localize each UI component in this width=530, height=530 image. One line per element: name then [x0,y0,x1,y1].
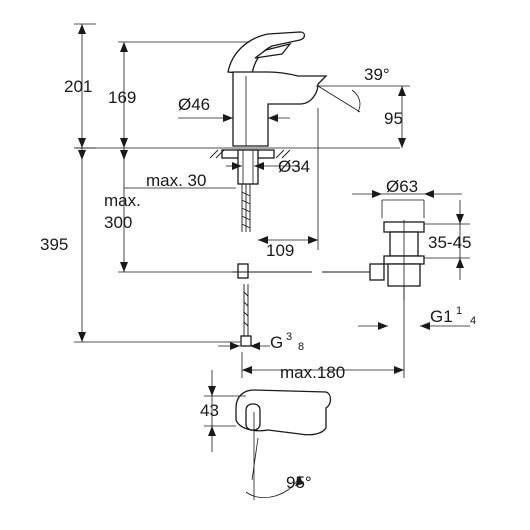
label-waste-thread-num: 1 [456,305,462,317]
label-lever-angle: 95° [286,473,312,492]
label-spout-angle: 39° [364,65,390,84]
label-max-thickness: max. 30 [146,171,206,190]
rod-clip [369,263,385,281]
mounting-stud [237,149,259,185]
label-waste-thread: G1 [430,307,453,326]
lower-hose [243,284,249,336]
label-max-hose-value: 300 [104,213,132,232]
hose-braid [241,191,251,229]
pop-up-rod-guide [237,263,249,279]
dimension-labels: 201 169 Ø46 39° 95 Ø34 max. 30 max. 300 … [40,65,476,492]
label-body-diameter: Ø46 [178,95,210,114]
dimension-lines [74,23,470,452]
label-waste-diameter: Ø63 [386,177,418,196]
deck-hatch [209,149,291,159]
lever-swing-line [251,437,259,481]
faucet-top-view [235,389,332,500]
label-spout-drop: 95 [384,109,403,128]
label-max-hose: max. [104,191,141,210]
supply-connector [240,335,252,347]
faucet-side-view [75,31,400,347]
waste-fitting [381,199,425,300]
lever-handle [227,31,306,75]
label-waste-thread-den: 4 [470,315,476,327]
faucet-body [232,71,328,147]
spout-tip [317,75,327,85]
label-lever-height: 43 [200,401,219,420]
label-supply-thread: G [270,333,283,352]
label-reach: 109 [266,241,294,260]
label-spout-height: 169 [108,88,136,107]
label-total-height-above: 201 [64,77,92,96]
label-waste-range: 35-45 [428,233,471,252]
top-view-lever [245,403,261,431]
lever-cutout [254,42,292,59]
label-total-height-below: 395 [40,235,68,254]
label-supply-thread-num: 3 [286,331,292,343]
label-max-reach: max.180 [280,363,345,382]
label-hole-diameter: Ø34 [278,157,310,176]
label-supply-thread-den: 8 [298,341,304,353]
rotation-arc [245,475,301,499]
